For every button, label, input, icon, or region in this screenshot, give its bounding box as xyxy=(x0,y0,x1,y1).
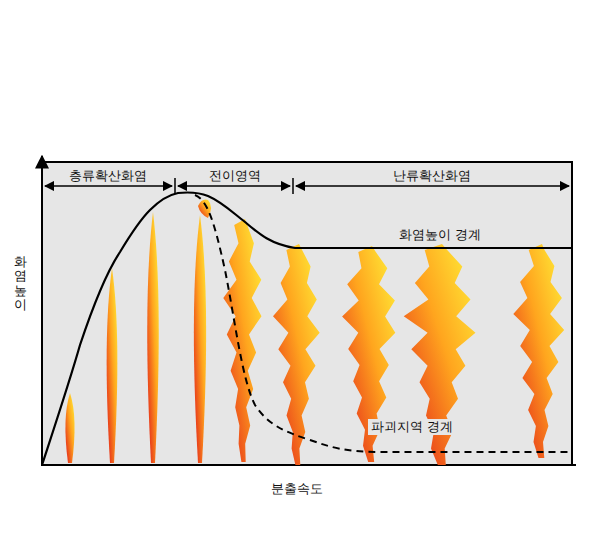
turbulent-flame xyxy=(273,244,320,465)
boundary-label: 화염높이 경계 xyxy=(396,227,484,243)
y-axis xyxy=(41,156,43,465)
x-axis xyxy=(42,464,576,466)
blowoff-boundary xyxy=(195,195,572,452)
laminar-flame xyxy=(107,268,118,463)
region-label: 전이영역 xyxy=(206,168,264,184)
boundary-label: 파괴지역 경계 xyxy=(368,419,456,435)
flame-tip xyxy=(198,200,211,218)
flame-illustrations xyxy=(65,200,564,465)
laminar-flame xyxy=(147,212,159,463)
axis-label: 분출속도 xyxy=(271,481,323,497)
laminar-flame xyxy=(194,215,206,463)
region-label: 난류확산화염 xyxy=(390,168,474,184)
region-label: 층류확산화염 xyxy=(66,168,150,184)
axis-label: 화염높이 xyxy=(14,255,27,312)
plot-area xyxy=(42,162,572,465)
turbulent-flame xyxy=(513,244,564,458)
flame-height-boundary xyxy=(42,192,572,465)
turbulent-flame xyxy=(223,219,261,462)
laminar-flame xyxy=(65,393,74,463)
